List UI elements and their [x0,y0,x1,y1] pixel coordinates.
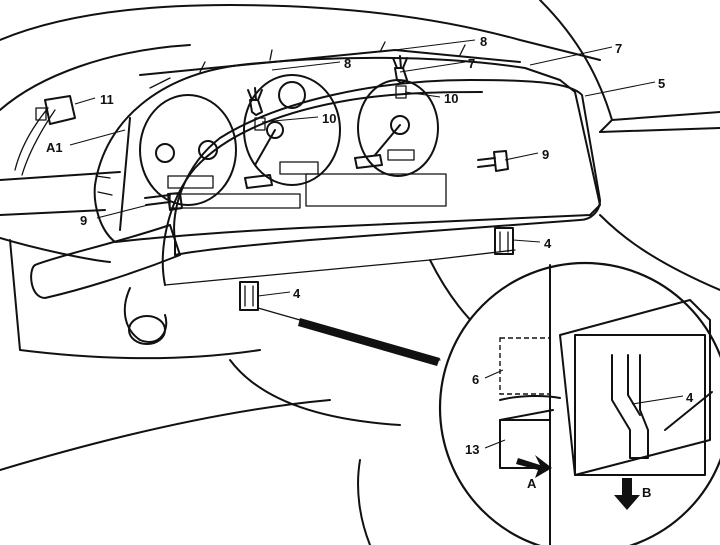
clips-4 [239,227,514,311]
callout-4-left: 4 [293,286,301,301]
connector-11 [14,95,76,176]
screws-9 [144,150,509,211]
detail-leader [257,307,441,366]
detail-view [438,261,720,545]
callout-4-detail: 4 [686,390,694,405]
callout-6: 6 [472,372,479,387]
callout-7-mid: 7 [468,56,475,71]
cluster-lens [161,79,601,286]
callout-7-top: 7 [615,41,622,56]
callout-a-arrow: A [527,476,537,491]
callout-9-left: 9 [80,213,87,228]
callout-11: 11 [100,92,114,107]
callout-a1: A1 [46,140,63,155]
callout-13: 13 [465,442,479,457]
callout-8-mid: 8 [344,56,351,71]
callout-b-arrow: B [642,485,651,500]
warning-light-strip [169,173,447,209]
callout-10-left: 10 [322,111,336,126]
steering-column [0,171,181,345]
callout-leaders [69,39,684,449]
callout-labels: 8 8 7 7 5 11 A1 10 10 9 9 4 4 6 4 13 A B [46,34,694,500]
callout-4-right: 4 [544,236,552,251]
callout-9-right: 9 [542,147,549,162]
cluster-housing [93,41,601,243]
callout-5: 5 [658,76,665,91]
tachometer-gauge [243,74,341,186]
speedometer-gauge [139,94,237,206]
callout-10-right: 10 [444,91,458,106]
callout-8-top: 8 [480,34,487,49]
